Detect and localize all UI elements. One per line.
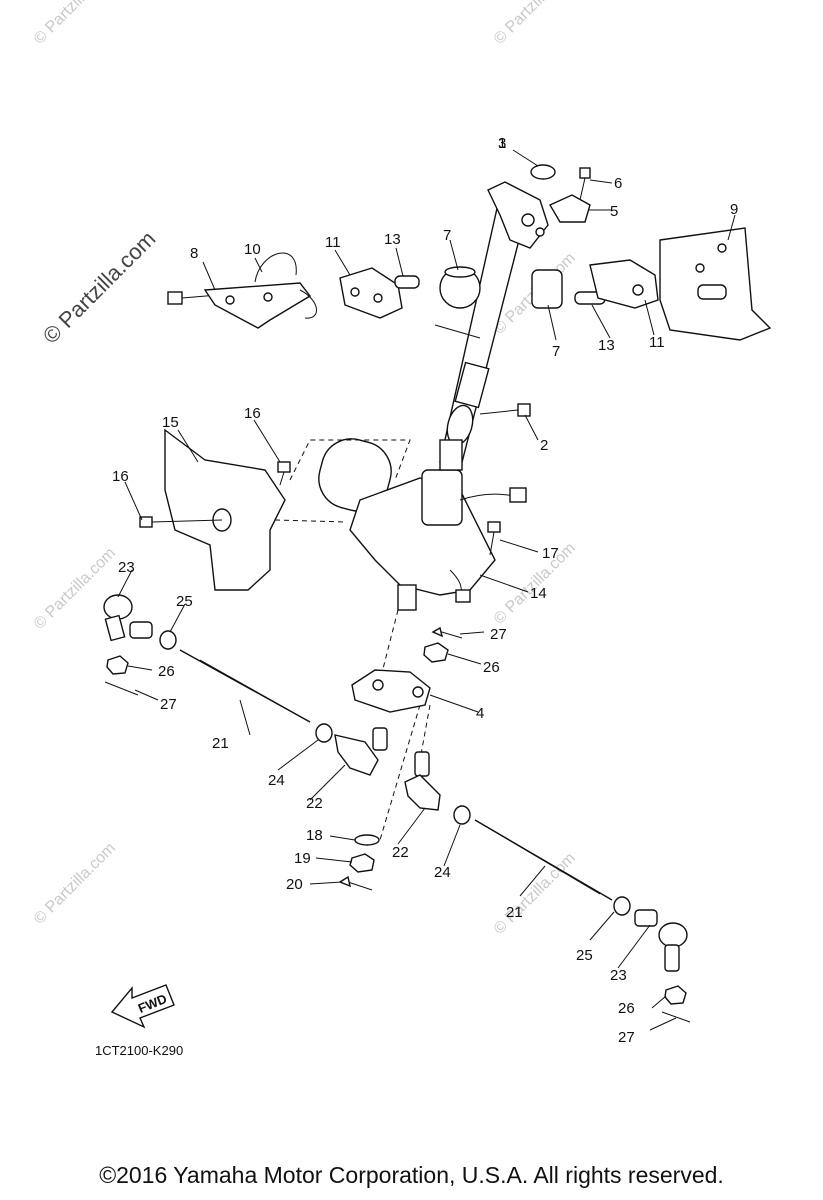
- callout-label: 23: [118, 559, 135, 576]
- callouts: 1 2 3 4 5 6 7 7 8 9 10 11 11 13 13 14 15…: [112, 135, 738, 1046]
- callout-label: 21: [212, 735, 229, 752]
- callout-label: 26: [618, 1000, 635, 1017]
- upper-bracket-right: [531, 227, 772, 341]
- watermark: © Partzilla.com: [491, 0, 579, 48]
- callout-label: 9: [730, 201, 738, 218]
- callout-label: 16: [112, 468, 129, 485]
- part-arm: [351, 669, 431, 713]
- part-clamp: [549, 194, 591, 223]
- watermark: © Partzilla.com: [31, 840, 119, 928]
- callout-label: 25: [576, 947, 593, 964]
- callout-label: 22: [392, 844, 409, 861]
- callout-label: 27: [490, 626, 507, 643]
- callout-label: 10: [244, 241, 261, 258]
- callout-label: 24: [434, 864, 451, 881]
- callout-label: 27: [160, 696, 177, 713]
- callout-label: 11: [325, 234, 341, 251]
- diagram-code: 1CT2100-K290: [95, 1043, 183, 1058]
- right-tie-rod: [404, 751, 691, 1023]
- callout-label: 4: [476, 705, 484, 722]
- part-cotter-pin-20: [338, 875, 373, 891]
- part-bolt-16: [139, 461, 291, 528]
- callout-label: 24: [268, 772, 285, 789]
- watermark: © Partzilla.com: [491, 850, 579, 938]
- callout-label: 25: [176, 593, 193, 610]
- callout-label: 27: [618, 1029, 635, 1046]
- callout-label: 7: [443, 227, 451, 244]
- callout-label: 20: [286, 876, 303, 893]
- part-washer: [354, 834, 380, 846]
- part-cap: [530, 164, 556, 180]
- callout-label: 14: [530, 585, 547, 602]
- callout-label: 13: [598, 337, 615, 354]
- callout-label: 19: [294, 850, 311, 867]
- callout-label: 3: [498, 135, 506, 152]
- callout-label: 26: [158, 663, 175, 680]
- leader-lines: [117, 149, 736, 1031]
- fwd-arrow-icon: FWD: [110, 984, 175, 1029]
- part-cover: [164, 428, 286, 591]
- left-tie-rod: [103, 594, 388, 776]
- part-bolt-17: [487, 521, 501, 556]
- callout-label: 5: [610, 203, 618, 220]
- part-cotter-pin-27: [431, 626, 463, 639]
- callout-label: 11: [649, 334, 665, 351]
- callout-label: 21: [506, 904, 523, 921]
- callout-label: 1: [498, 135, 506, 152]
- upper-bracket-left: [167, 252, 481, 329]
- reference-lines: [274, 439, 431, 841]
- power-steering-unit: [318, 438, 527, 611]
- callout-label: 2: [540, 437, 548, 454]
- callout-label: 18: [306, 827, 323, 844]
- callout-label: 16: [244, 405, 261, 422]
- callout-label: 22: [306, 795, 323, 812]
- callout-label: 6: [614, 175, 622, 192]
- copyright-notice: ©2016 Yamaha Motor Corporation, U.S.A. A…: [99, 1162, 724, 1188]
- watermark: © Partzilla.com: [31, 0, 119, 48]
- part-nut-26: [423, 642, 449, 663]
- callout-label: 15: [162, 414, 179, 431]
- callout-label: 23: [610, 967, 627, 984]
- part-nut-19: [349, 853, 375, 873]
- part-bolt-2: [479, 403, 531, 417]
- callout-label: 17: [542, 545, 559, 562]
- steering-column: [439, 181, 549, 471]
- callout-label: 26: [483, 659, 500, 676]
- part-bolt-6: [579, 167, 591, 201]
- callout-label: 8: [190, 245, 198, 262]
- callout-label: 13: [384, 231, 401, 248]
- watermark-main: © Partzilla.com: [38, 226, 161, 349]
- callout-label: 7: [552, 343, 560, 360]
